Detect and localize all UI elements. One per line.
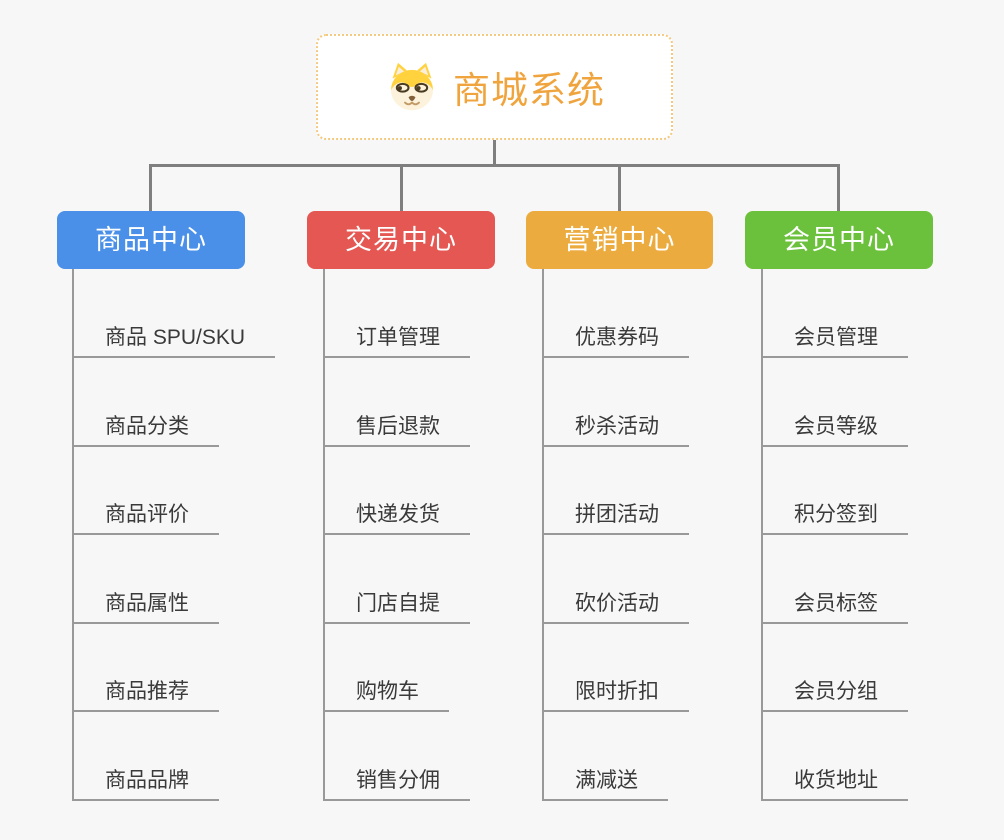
child-node[interactable]: 商品品牌 (72, 763, 219, 801)
child-node[interactable]: 秒杀活动 (542, 409, 689, 447)
connector-children-vline-4 (761, 269, 763, 801)
child-node[interactable]: 购物车 (323, 674, 449, 712)
child-node[interactable]: 销售分佣 (323, 763, 470, 801)
child-node[interactable]: 会员分组 (761, 674, 908, 712)
child-node[interactable]: 积分签到 (761, 497, 908, 535)
connector-drop-branch-3 (618, 164, 621, 211)
child-node[interactable]: 满减送 (542, 763, 668, 801)
child-node[interactable]: 砍价活动 (542, 586, 689, 624)
connector-drop-branch-2 (400, 164, 403, 211)
child-node[interactable]: 快递发货 (323, 497, 470, 535)
connector-children-vline-1 (72, 269, 74, 801)
root-node[interactable]: 商城系统 (316, 34, 673, 140)
connector-bus (149, 164, 840, 167)
child-node[interactable]: 商品推荐 (72, 674, 219, 712)
branch-product-center[interactable]: 商品中心 (57, 211, 245, 269)
child-node[interactable]: 商品分类 (72, 409, 219, 447)
branch-member-center[interactable]: 会员中心 (745, 211, 933, 269)
child-node[interactable]: 收货地址 (761, 763, 908, 801)
branch-marketing-center[interactable]: 营销中心 (526, 211, 713, 269)
child-node[interactable]: 商品 SPU/SKU (72, 320, 276, 358)
child-node[interactable]: 会员标签 (761, 586, 908, 624)
child-node[interactable]: 拼团活动 (542, 497, 689, 535)
child-node[interactable]: 会员等级 (761, 409, 908, 447)
connector-drop-branch-1 (149, 164, 152, 211)
child-node[interactable]: 限时折扣 (542, 674, 689, 712)
child-node[interactable]: 订单管理 (323, 320, 470, 358)
dog-face-icon (384, 61, 440, 113)
branch-trade-center[interactable]: 交易中心 (307, 211, 495, 269)
child-node[interactable]: 商品属性 (72, 586, 219, 624)
connector-children-vline-3 (542, 269, 544, 801)
connector-drop-branch-4 (837, 164, 840, 211)
child-node[interactable]: 会员管理 (761, 320, 908, 358)
child-node[interactable]: 门店自提 (323, 586, 470, 624)
connector-children-vline-2 (323, 269, 325, 801)
root-title: 商城系统 (453, 70, 605, 111)
child-node[interactable]: 优惠券码 (542, 320, 689, 358)
child-node[interactable]: 商品评价 (72, 497, 219, 535)
connector-root-stub (493, 140, 496, 167)
child-node[interactable]: 售后退款 (323, 409, 470, 447)
